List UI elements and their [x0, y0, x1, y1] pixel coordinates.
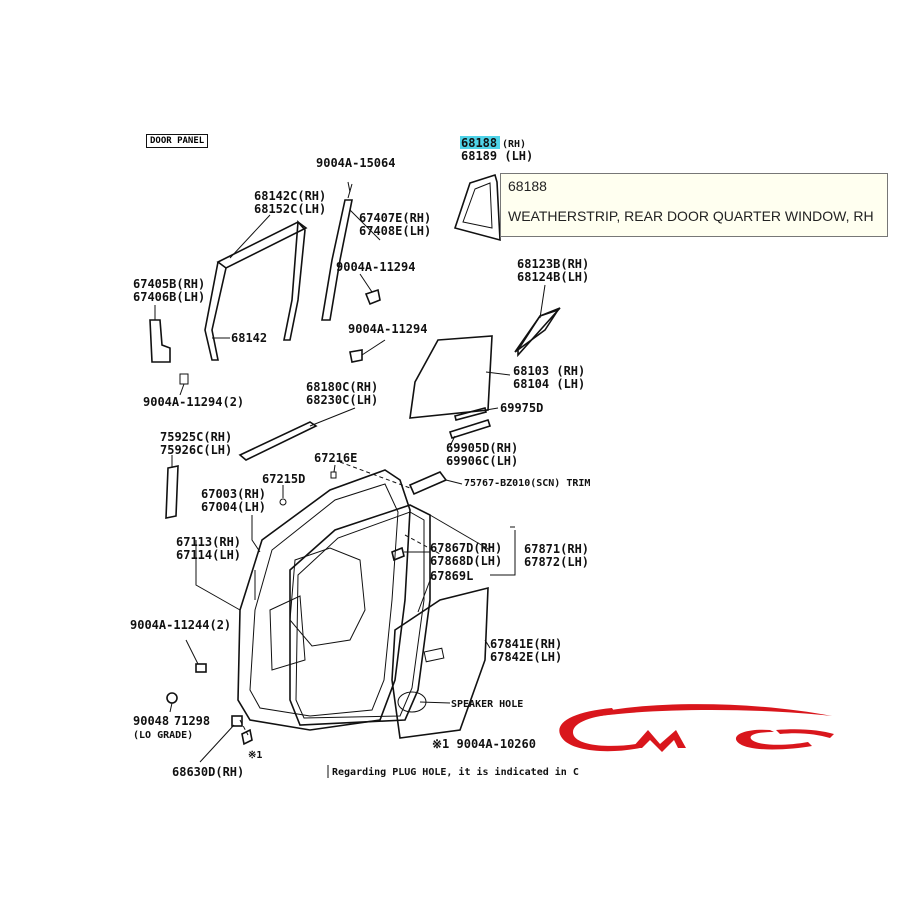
label-67215d[interactable]: 67215D [262, 472, 305, 486]
label-68152c[interactable]: 68152C(LH) [254, 202, 326, 216]
side-moulding[interactable] [165, 465, 179, 519]
label-67114[interactable]: 67114(LH) [176, 548, 241, 562]
glass-run-strip-69975d[interactable] [454, 407, 487, 421]
label-9004a-11294-a[interactable]: 9004A-11294 [336, 260, 415, 274]
label-67869l[interactable]: 67869L [430, 569, 473, 583]
bolt-9004a-11244[interactable] [195, 663, 207, 673]
label-67216e[interactable]: 67216E [314, 451, 357, 465]
label-67871[interactable]: 67871(RH) [524, 542, 589, 556]
label-67867d[interactable]: 67867D(RH) [430, 541, 502, 555]
lower-run-bracket[interactable] [149, 319, 189, 385]
belt-moulding[interactable] [238, 421, 318, 461]
tooltip-part-description: WEATHERSTRIP, REAR DOOR QUARTER WINDOW, … [508, 208, 874, 224]
label-69906c[interactable]: 69906C(LH) [446, 454, 518, 468]
clip-67867d[interactable] [391, 546, 405, 562]
bolt-90048[interactable] [166, 692, 178, 704]
clip-9004a-11294-b[interactable] [349, 349, 363, 363]
label-plug-hole-note: Regarding PLUG HOLE, it is indicated in … [332, 766, 579, 778]
door-shell[interactable] [237, 469, 411, 731]
label-68142[interactable]: 68142 [231, 331, 267, 345]
label-68103[interactable]: 68103 (RH) [513, 364, 585, 378]
label-67113[interactable]: 67113(RH) [176, 535, 241, 549]
label-9004a-10260[interactable]: ※1 9004A-10260 [432, 737, 536, 751]
label-67868d[interactable]: 67868D(LH) [430, 554, 502, 568]
door-glass[interactable] [409, 335, 493, 419]
label-68104[interactable]: 68104 (LH) [513, 377, 585, 391]
label-9004a-15064[interactable]: 9004A-15064 [316, 156, 395, 170]
label-68124b[interactable]: 68124B(LH) [517, 270, 589, 284]
door-frame-sash[interactable] [321, 183, 353, 321]
label-67406b[interactable]: 67406B(LH) [133, 290, 205, 304]
quarter-glass[interactable] [514, 307, 561, 358]
label-67003[interactable]: 67003(RH) [201, 487, 266, 501]
glass-run-strip-69905d[interactable] [448, 419, 492, 439]
cmc-logo [559, 704, 834, 752]
label-75767[interactable]: 75767-BZ010(SCN) TRIM [464, 478, 590, 489]
clip-67216e[interactable] [330, 471, 337, 479]
label-67407e[interactable]: 67407E(RH) [359, 211, 431, 225]
label-68142c[interactable]: 68142C(RH) [254, 189, 326, 203]
label-68188[interactable]: 68188 [461, 136, 497, 150]
run-channel-upper[interactable] [204, 220, 308, 361]
tooltip-part-code: 68188 [508, 178, 547, 194]
door-panel-tag: DOOR PANEL [146, 134, 209, 148]
door-weatherstrip[interactable] [289, 504, 431, 726]
label-90048[interactable]: 90048 [133, 714, 169, 728]
guide-lines [239, 461, 443, 736]
label-69905d[interactable]: 69905D(RH) [446, 441, 518, 455]
label-speaker-hole: SPEAKER HOLE [451, 699, 523, 710]
label-68188-rh: (RH) [502, 139, 526, 150]
door-trim-piece[interactable] [408, 471, 448, 496]
label-68189[interactable]: 68189 (LH) [461, 149, 533, 163]
label-68630d[interactable]: 68630D(RH) [172, 765, 244, 779]
leader-lines [154, 181, 546, 778]
label-lo-grade: (LO GRADE) [133, 730, 193, 741]
part-71298[interactable] [231, 715, 243, 727]
label-67841e[interactable]: 67841E(RH) [490, 637, 562, 651]
label-68230c[interactable]: 68230C(LH) [306, 393, 378, 407]
label-71298[interactable]: 71298 [174, 714, 210, 728]
quarter-window-weatherstrip[interactable] [453, 173, 501, 242]
clip-67215d[interactable] [279, 498, 287, 506]
label-67408e[interactable]: 67408E(LH) [359, 224, 431, 238]
label-67872[interactable]: 67872(LH) [524, 555, 589, 569]
part-tooltip: 68188 WEATHERSTRIP, REAR DOOR QUARTER WI… [500, 173, 888, 237]
label-67842e[interactable]: 67842E(LH) [490, 650, 562, 664]
clip-9004a-11294-a[interactable] [364, 288, 381, 306]
label-69975d[interactable]: 69975D [500, 401, 543, 415]
part-highlight [460, 136, 500, 149]
label-67405b[interactable]: 67405B(RH) [133, 277, 205, 291]
label-67004[interactable]: 67004(LH) [201, 500, 266, 514]
label-68180c[interactable]: 68180C(RH) [306, 380, 378, 394]
label-75926c[interactable]: 75926C(LH) [160, 443, 232, 457]
label-75925c[interactable]: 75925C(RH) [160, 430, 232, 444]
part-labels: 68188 (RH) 68189 (LH) 9004A-15064 68142C… [130, 136, 590, 779]
label-68123b[interactable]: 68123B(RH) [517, 257, 589, 271]
label-9004a-11294-2[interactable]: 9004A-11294(2) [143, 395, 244, 409]
door-check-68630d[interactable] [241, 728, 253, 746]
label-9004a-11244[interactable]: 9004A-11244(2) [130, 618, 231, 632]
label-9004a-11294-b[interactable]: 9004A-11294 [348, 322, 427, 336]
label-star1: ※1 [248, 750, 262, 761]
